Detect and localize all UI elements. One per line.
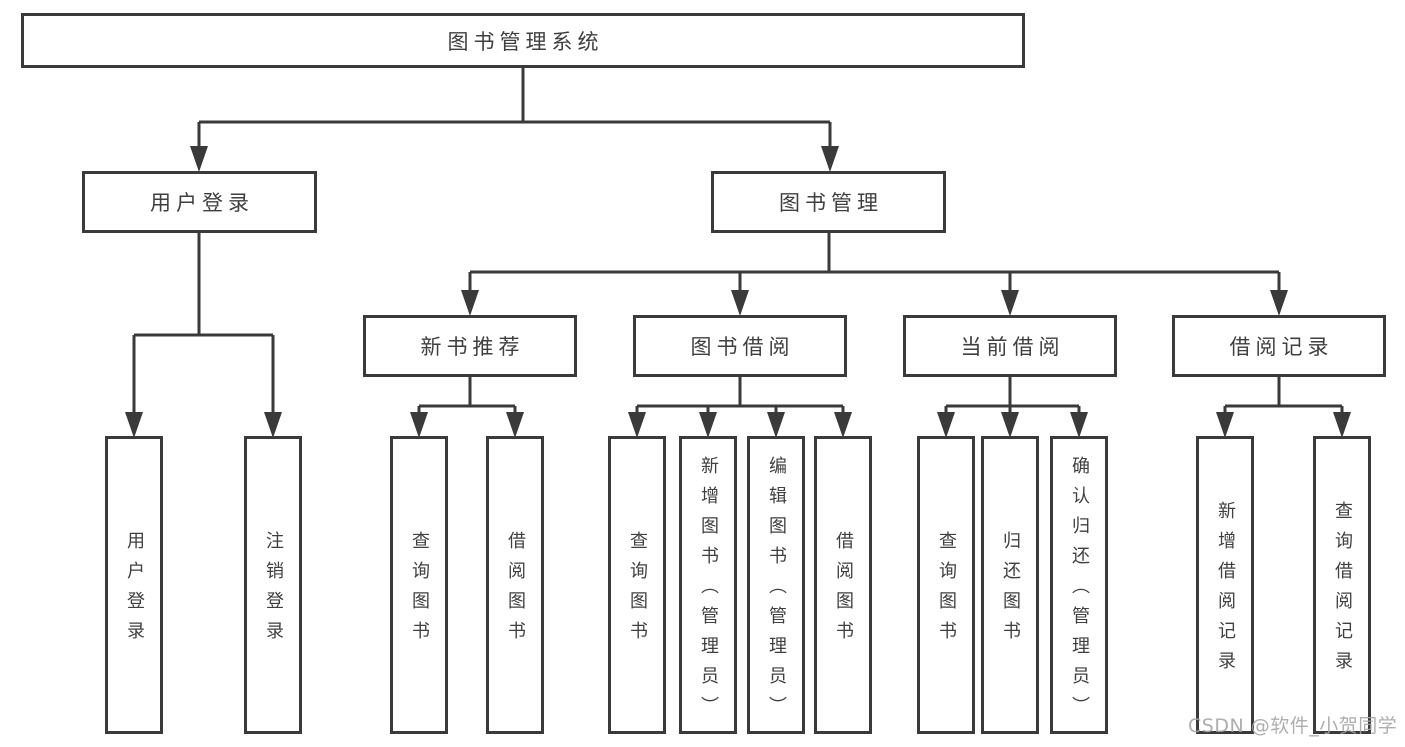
node-label: 用户登录 [124, 531, 145, 651]
node-label: 归还图书 [1000, 531, 1021, 651]
leaf-return-books: 归还图书 [981, 436, 1039, 734]
leaf-add-books-admin: 新增图书（管理员） [679, 436, 737, 734]
node-label: 查询图书 [627, 531, 648, 651]
leaf-user-login: 用户登录 [105, 436, 163, 734]
node-new-book-recommend: 新书推荐 [363, 315, 577, 377]
node-book-management: 图书管理 [711, 171, 946, 233]
tree-edges [132, 68, 1344, 416]
node-label: 确认归还（管理员） [1069, 456, 1090, 726]
node-label: 新书推荐 [420, 335, 525, 359]
leaf-borrow-books-recommend: 借阅图书 [486, 436, 544, 734]
node-borrowing-records: 借阅记录 [1172, 315, 1386, 377]
leaf-borrow-books-borrowing: 借阅图书 [814, 436, 872, 734]
leaf-add-borrow-record: 新增借阅记录 [1196, 436, 1254, 734]
node-label: 注销登录 [263, 531, 284, 651]
node-label: 查询借阅记录 [1332, 501, 1353, 681]
leaf-query-books-borrowing: 查询图书 [608, 436, 666, 734]
node-label: 图书管理系统 [447, 29, 604, 54]
node-label: 新增借阅记录 [1215, 501, 1236, 681]
leaf-confirm-return-admin: 确认归还（管理员） [1050, 436, 1108, 734]
leaf-query-borrow-record: 查询借阅记录 [1313, 436, 1371, 734]
arrowhead-icons [125, 146, 1351, 438]
node-current-borrowing: 当前借阅 [903, 315, 1117, 377]
csdn-watermark: CSDN @软件_小贺同学 [1188, 715, 1398, 737]
node-label: 新增图书（管理员） [698, 456, 719, 726]
node-label: 查询图书 [409, 531, 430, 651]
node-label: 借阅记录 [1229, 335, 1334, 359]
node-book-borrowing: 图书借阅 [633, 315, 847, 377]
node-label: 图书借阅 [690, 335, 795, 359]
node-label: 当前借阅 [960, 335, 1065, 359]
leaf-logout: 注销登录 [244, 436, 302, 734]
node-label: 借阅图书 [505, 531, 526, 651]
node-label: 图书管理 [779, 191, 883, 215]
leaf-query-books-current: 查询图书 [917, 436, 975, 734]
node-label: 查询图书 [936, 531, 957, 651]
node-library-management-system: 图书管理系统 [21, 13, 1025, 68]
leaf-query-books-recommend: 查询图书 [390, 436, 448, 734]
node-label: 编辑图书（管理员） [766, 456, 787, 726]
node-user-login: 用户登录 [82, 171, 317, 233]
node-label: 用户登录 [150, 191, 254, 215]
node-label: 借阅图书 [833, 531, 854, 651]
leaf-edit-books-admin: 编辑图书（管理员） [747, 436, 805, 734]
